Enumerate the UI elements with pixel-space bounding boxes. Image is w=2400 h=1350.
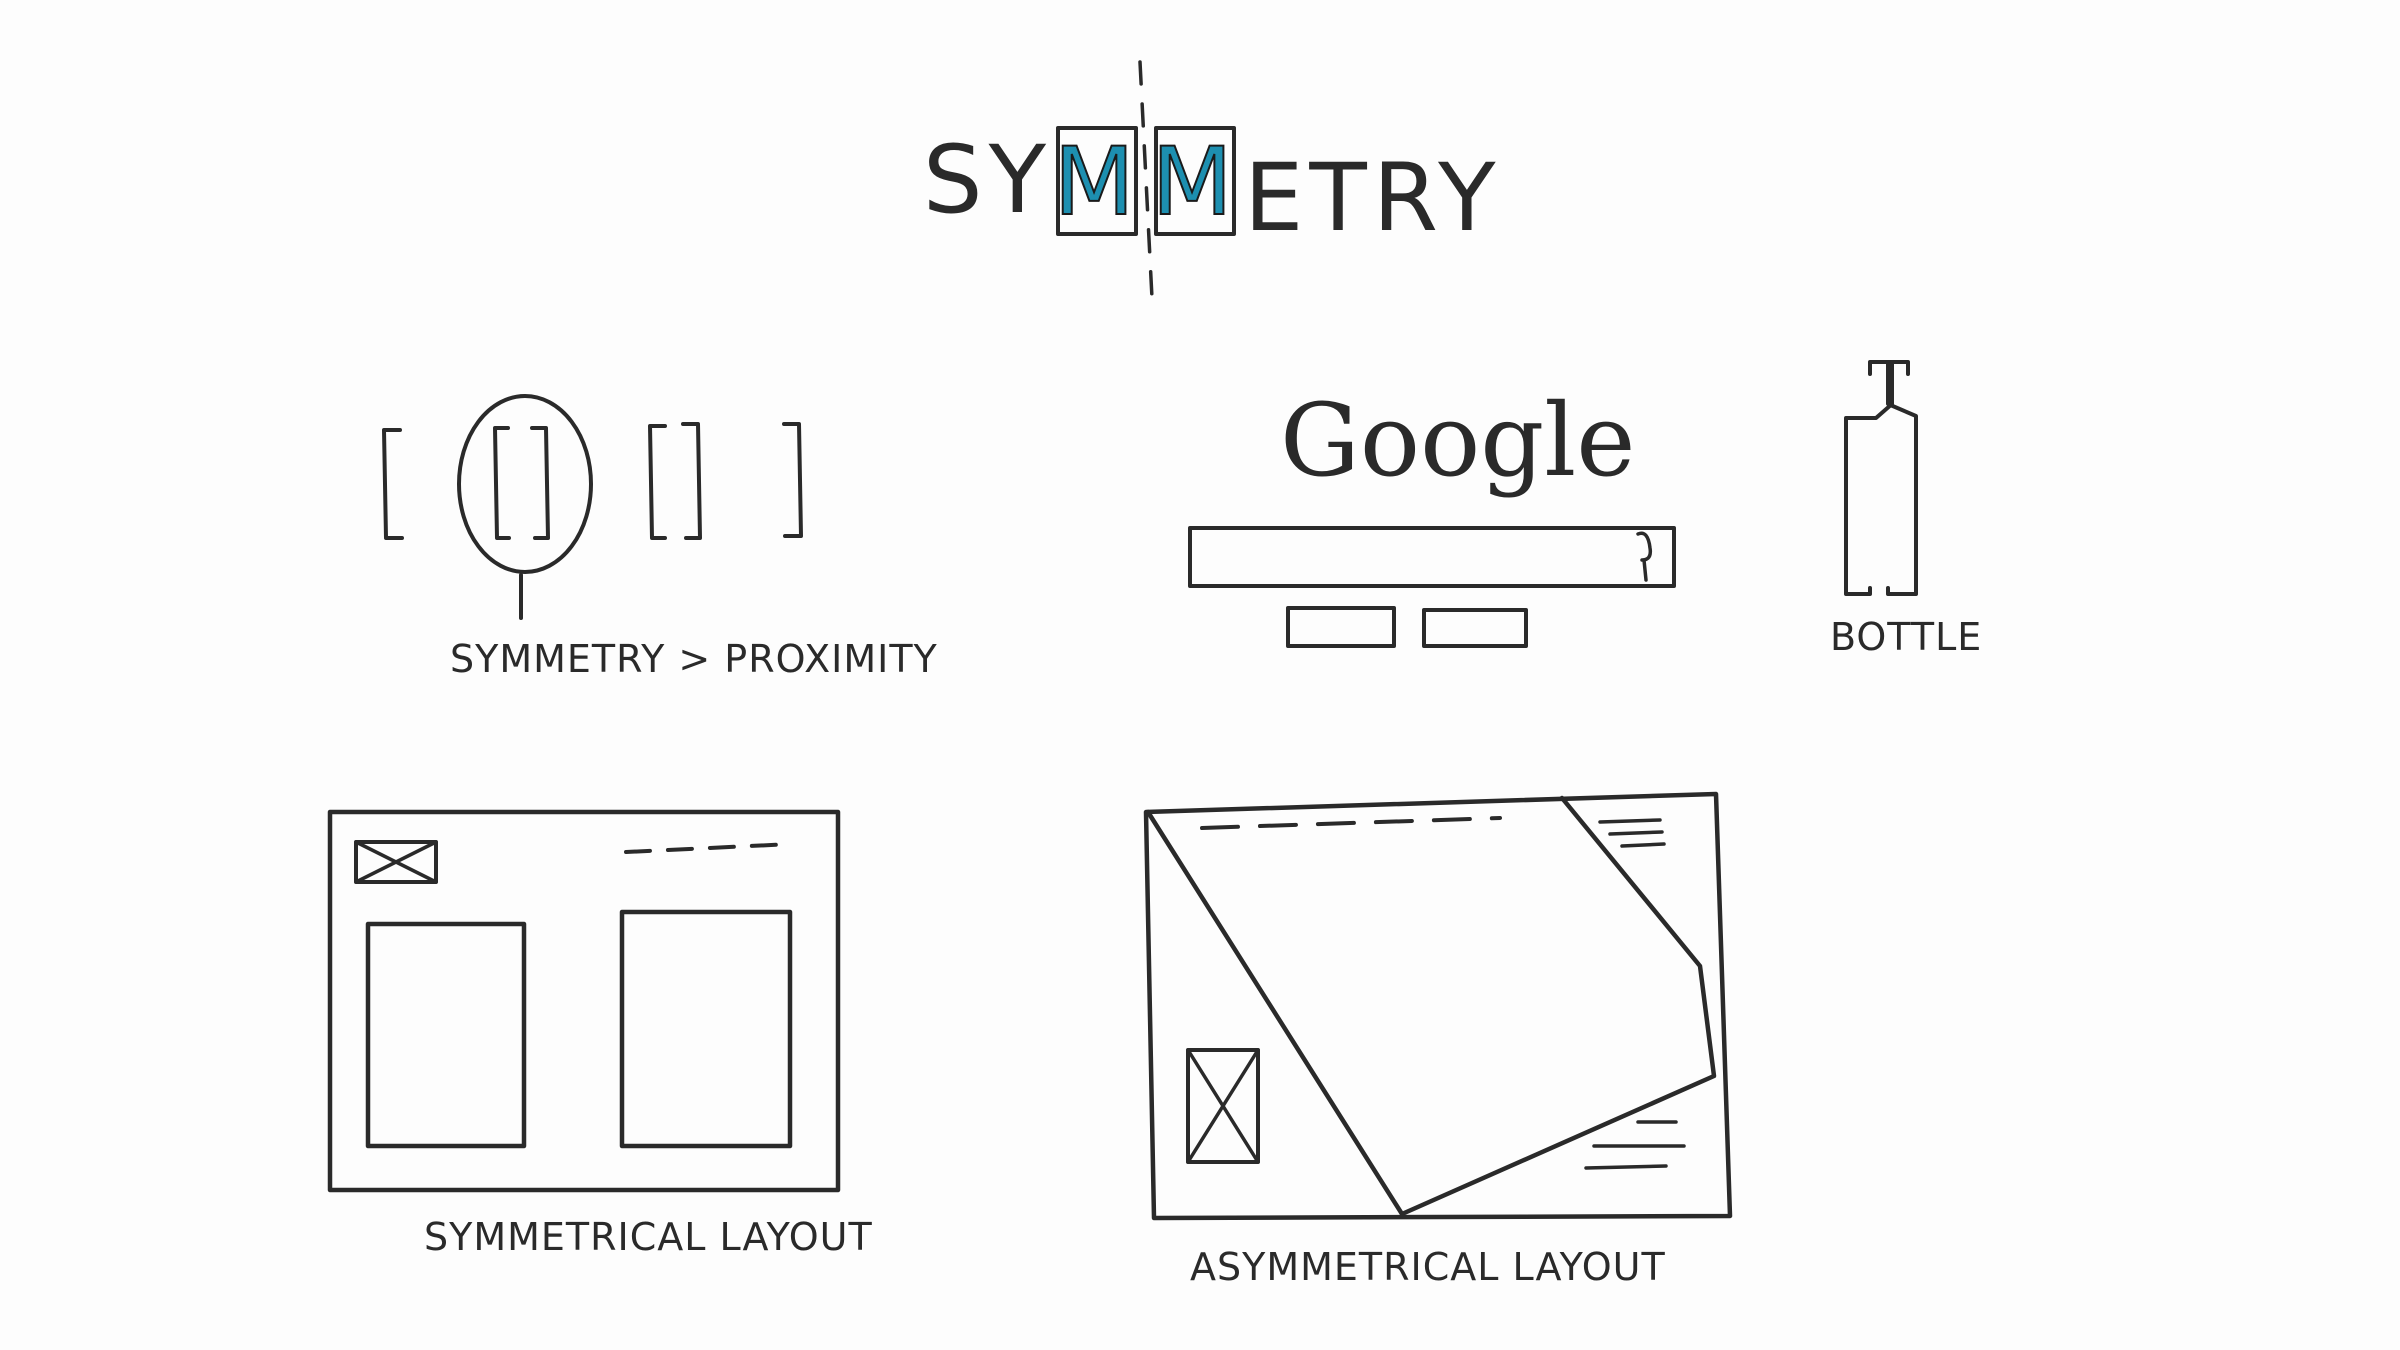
sym-image-placeholder-icon — [354, 840, 438, 884]
sym-frame — [327, 809, 841, 1193]
asymmetrical-layout: ASYMMETRICAL LAYOUT — [1143, 791, 1733, 1289]
search-button-right — [1422, 608, 1528, 648]
mirror-box-right — [1154, 126, 1236, 236]
bracket-2 — [493, 426, 511, 540]
bracket-1 — [382, 428, 404, 540]
asym-text-lines-bottom — [1584, 1120, 1686, 1170]
bottle-example: BOTTLE — [1830, 360, 1982, 659]
symmetrical-layout: SYMMETRICAL LAYOUT — [327, 809, 873, 1259]
mic-icon — [1636, 531, 1653, 582]
mirror-axis — [1138, 60, 1154, 300]
highlight-circle — [457, 394, 593, 574]
title-left-text: SY — [923, 126, 1052, 235]
bottle-outline — [1844, 360, 1918, 596]
proximity-example: SYMMETRY > PROXIMITY — [382, 394, 938, 681]
proximity-caption: SYMMETRY > PROXIMITY — [450, 637, 938, 681]
mirror-letter-right: M — [1151, 128, 1238, 237]
bracket-6 — [782, 422, 803, 538]
bracket-5 — [681, 422, 702, 540]
bracket-4 — [648, 424, 667, 540]
title-group: SY M M ETRY — [923, 60, 1502, 300]
mirror-box-left — [1056, 126, 1138, 236]
asym-menu-lines-top — [1598, 818, 1666, 848]
asym-image-placeholder-icon — [1186, 1048, 1260, 1164]
sym-nav-line — [624, 842, 794, 854]
sym-column-left — [365, 921, 527, 1149]
bottle-caption: BOTTLE — [1830, 615, 1982, 659]
sym-caption: SYMMETRICAL LAYOUT — [424, 1215, 873, 1259]
asym-frame — [1143, 791, 1733, 1221]
google-example: Google — [1188, 382, 1676, 648]
asym-diagonal-shape — [1145, 795, 1717, 1217]
mirror-letter-left: M — [1053, 128, 1140, 237]
asym-caption: ASYMMETRICAL LAYOUT — [1190, 1245, 1666, 1289]
search-bar — [1188, 526, 1676, 588]
bracket-3 — [530, 426, 550, 540]
title-right-text: ETRY — [1244, 144, 1502, 253]
asym-nav-line — [1200, 816, 1502, 830]
sym-column-right — [619, 909, 793, 1149]
search-button-left — [1286, 606, 1396, 648]
google-logo: Google — [1280, 382, 1635, 499]
